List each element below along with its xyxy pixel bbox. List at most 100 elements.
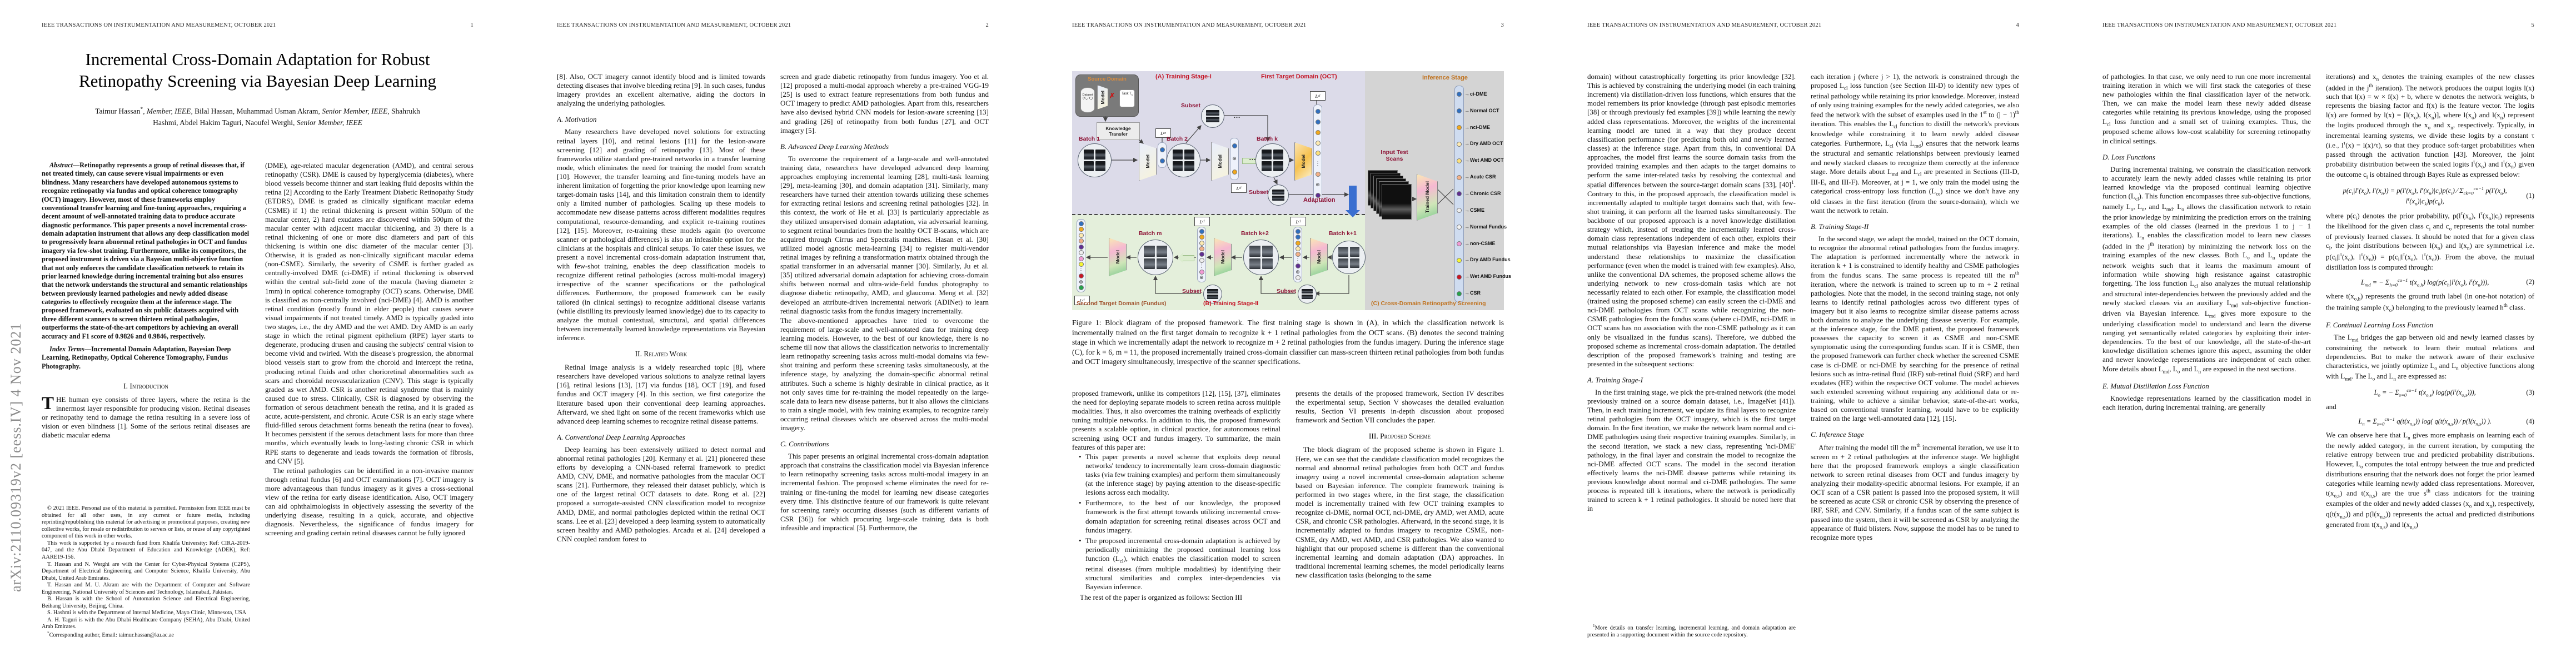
page-1: IEEE TRANSACTIONS ON INSTRUMENTATION AND… (0, 0, 516, 667)
legend-label: Dry AMD OCT (1470, 141, 1503, 147)
subset-label: Subset (1249, 189, 1269, 196)
page-header: IEEE TRANSACTIONS ON INSTRUMENTATION AND… (42, 22, 474, 28)
authors-line: Taimur Hassan*, Member, IEEE, Bilal Hass… (95, 107, 420, 116)
subsection-heading: A. Motivation (557, 115, 597, 124)
legend-label: Normal Fundus (1470, 223, 1507, 230)
footnote: S. Hashmi is with the Department of Inte… (47, 610, 247, 616)
batch2-label: Batch 2 (1167, 136, 1188, 142)
legend-label: Dry AMD Fundus (1470, 257, 1511, 263)
lead-paragraph: Index Terms—Incremental Domain Adaptatio… (42, 345, 231, 370)
batch-scans-icon (1138, 240, 1173, 275)
footnote: This work is supported by a research fun… (42, 540, 250, 561)
journal-header: IEEE TRANSACTIONS ON INSTRUMENTATION AND… (42, 22, 276, 28)
paragraph: To overcome the requirement of a large-s… (780, 154, 989, 315)
stage-divider (1072, 214, 1365, 215)
class-dot (1199, 252, 1204, 257)
model-trapezoid: Model (1310, 238, 1328, 276)
authors-line: Hashmi, Abdel Hakim Taguri, Naoufel Werg… (153, 118, 362, 127)
class-dot (1295, 263, 1301, 269)
legend-label: CSME (1470, 207, 1485, 213)
flow-arrow (1182, 255, 1194, 261)
paragraph: of pathologies. In that case, we only ne… (2102, 72, 2311, 145)
class-dot (1078, 256, 1084, 261)
class-dot (1457, 191, 1462, 197)
knowledge-transfer-box: Knowledge Transfer (1097, 122, 1140, 140)
paragraph: The rest of the paper is organized as fo… (1080, 593, 1243, 602)
subset-icon (1201, 104, 1224, 128)
text-column: of pathologies. In that case, we only ne… (2102, 72, 2311, 639)
class-dot (1078, 285, 1084, 291)
section-heading: I. Introduction (123, 382, 168, 390)
class-dot (1232, 169, 1237, 175)
logit-column (1158, 142, 1167, 168)
class-dot (1078, 244, 1084, 250)
class-logit-bar (1454, 86, 1464, 302)
logit-column: ⋮⊕ (1293, 227, 1302, 282)
footnote: *Corresponding author, Email: taimur.has… (47, 631, 174, 639)
model-trapezoid: Model (1294, 142, 1312, 181)
paragraph: each iteration j (where j > 1), the netw… (1811, 72, 2019, 215)
legend-item: →Normal OCT (1464, 108, 1511, 113)
journal-header: IEEE TRANSACTIONS ON INSTRUMENTATION AND… (1072, 22, 1307, 28)
paragraph: This paper presents an original incremen… (780, 452, 989, 532)
arrow-icon: → (1464, 240, 1469, 246)
page-number: 5 (2531, 22, 2534, 28)
stage-a-label: (A) Training Stage-I (1155, 73, 1212, 80)
batchk1-label: Batch k+1 (1329, 230, 1357, 237)
legend-label: nci-DME (1470, 124, 1490, 130)
legend-label: Normal OCT (1470, 107, 1499, 113)
batchm-label: Batch m (1139, 230, 1162, 237)
subsection-heading: C. Inference Stage (1811, 430, 1864, 439)
class-dot (1457, 158, 1462, 163)
logit-column: ⋮⊕ (1197, 227, 1206, 282)
section-heading: II. Related Work (635, 350, 687, 359)
page-number: 1 (470, 22, 474, 28)
batch-scans-icon (1255, 143, 1289, 177)
subsection-heading: D. Loss Functions (2102, 152, 2155, 161)
legend-item: →CSME (1464, 207, 1511, 213)
logit-column: ⋮⊕ (1313, 104, 1322, 202)
subset-icon (1203, 285, 1222, 303)
ellipsis: … (1249, 153, 1256, 162)
page-header: IEEE TRANSACTIONS ON INSTRUMENTATION AND… (2102, 22, 2534, 28)
arrow-icon: → (1464, 107, 1469, 113)
legend-label: Wet AMD OCT (1470, 157, 1504, 163)
legend-label: CSR (1470, 290, 1481, 296)
subsection-heading: A. Conventional Deep Learning Approaches (557, 432, 685, 441)
footnote: © 2021 IEEE. Personal use of this materi… (42, 505, 250, 540)
stage-b-label: (B) Training Stage-II (1203, 300, 1259, 307)
text-column: [8]. Also, OCT imagery cannot identify b… (557, 72, 765, 639)
class-dot (1199, 235, 1204, 240)
plus-icon: ⊕ (1199, 275, 1204, 281)
plus-icon: ⊕ (1316, 182, 1320, 188)
paragraph: During incremental training, we constrai… (2102, 165, 2311, 375)
class-dot (1315, 172, 1321, 177)
footnote: T. Hassan and N. Werghi are with the Cen… (42, 561, 250, 581)
text-column: (DME), age-related macular degeneration … (265, 161, 474, 639)
model-trapezoid: Model (1214, 238, 1232, 276)
class-dot (1159, 158, 1165, 163)
class-dot (1315, 108, 1321, 114)
class-dot (1315, 151, 1321, 156)
dataset-icon: Dataset (Xs, Ys) (1080, 87, 1095, 113)
class-dot (1078, 221, 1084, 226)
subset-icon (1268, 185, 1289, 206)
legend-label: non-CSME (1470, 240, 1496, 246)
source-domain-box: Source Domain Dataset (Xs, Ys) Model ✗ T… (1075, 74, 1139, 117)
source-model-icon: Model (1097, 85, 1108, 109)
class-dot (1232, 143, 1237, 149)
arrow-icon: → (1464, 190, 1469, 196)
class-dot (1078, 232, 1084, 238)
text-column: iterations) and xn denotes the training … (2326, 72, 2534, 639)
page-2: IEEE TRANSACTIONS ON INSTRUMENTATION AND… (515, 0, 1031, 667)
legend-label: ci-DME (1470, 91, 1487, 97)
footnote-block: 1More details on transfer learning, incr… (1587, 618, 1796, 639)
paragraph: and (2326, 402, 2336, 411)
paragraph: presents the details of the proposed fra… (1296, 389, 1504, 425)
adaptation-arrow (1346, 186, 1360, 217)
legend-item: →Acute CSR (1464, 174, 1511, 180)
